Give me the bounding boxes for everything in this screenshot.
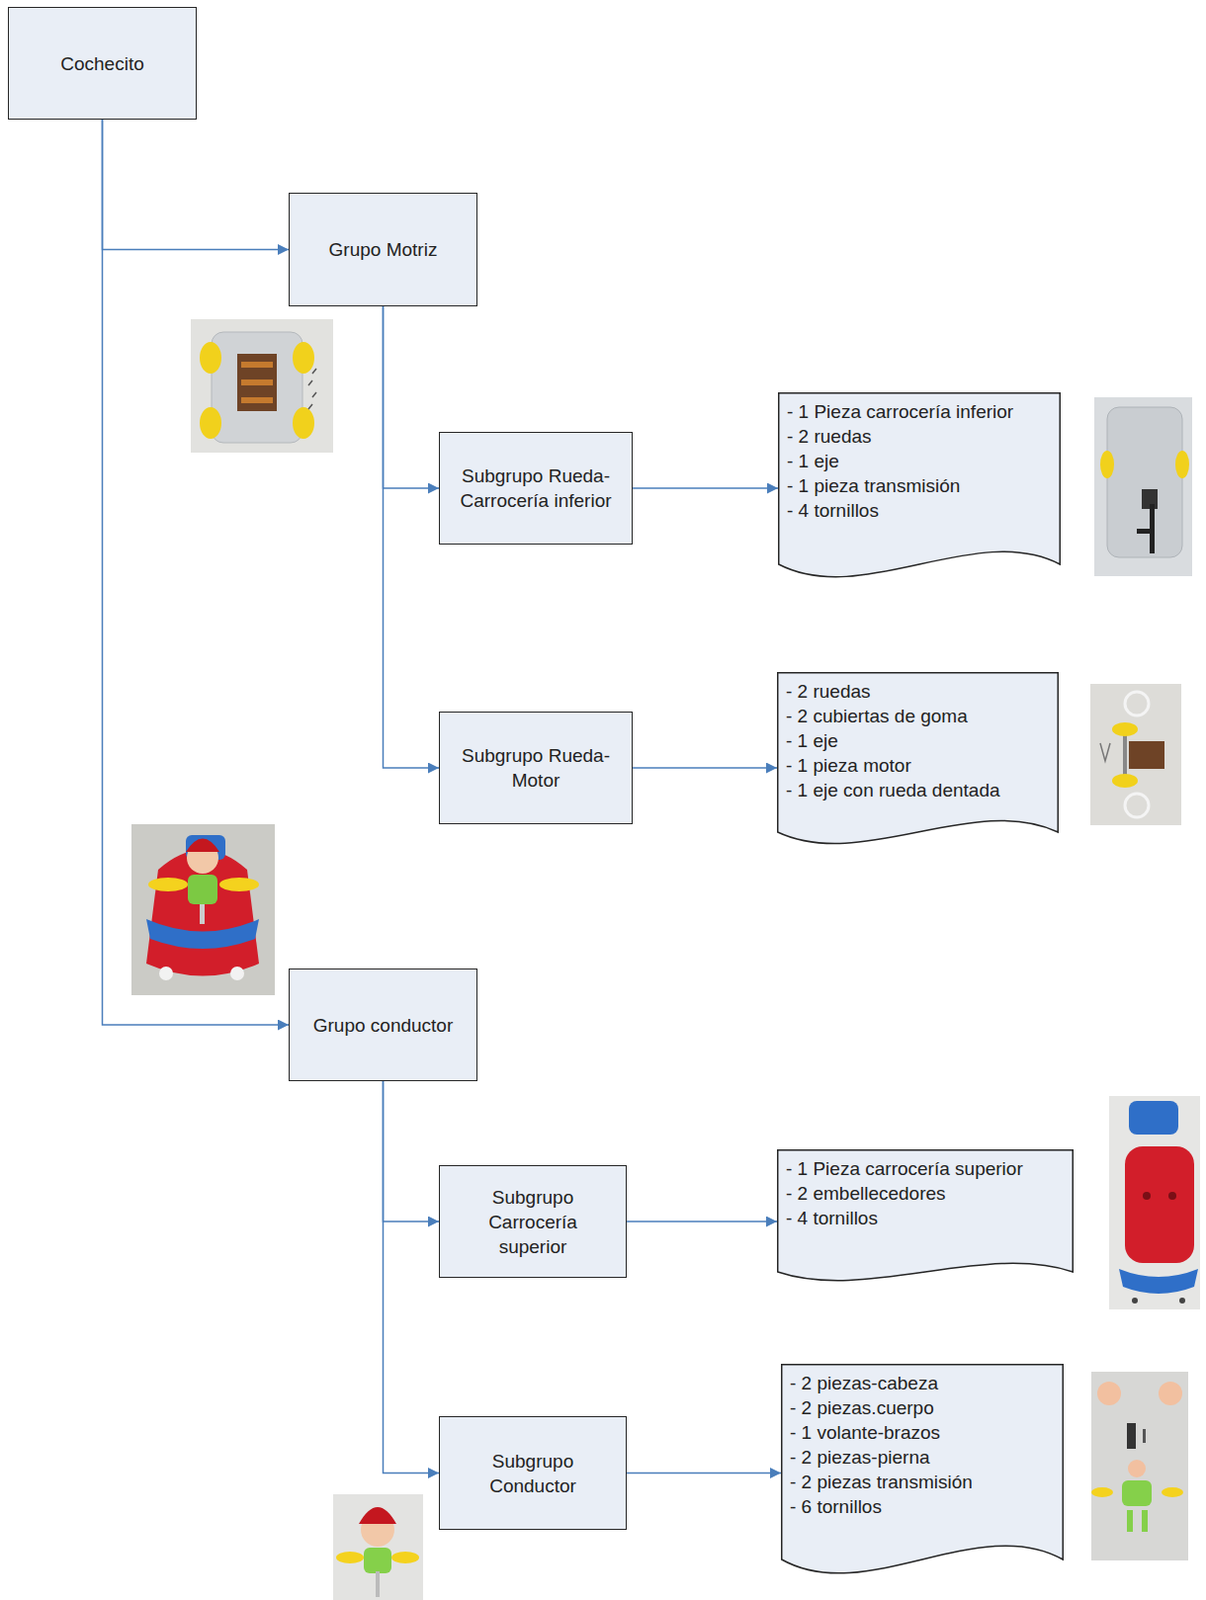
process-box: Grupo conductor — [288, 968, 478, 1082]
process-box: Subgrupo Conductor — [438, 1416, 627, 1531]
box-text: Subgrupo Conductor — [468, 1449, 598, 1499]
list-item: - 2 ruedas — [785, 679, 1001, 704]
document-text: - 2 ruedas- 2 cubiertas de goma- 1 eje- … — [776, 672, 1009, 803]
box-text: Grupo Motriz — [329, 237, 438, 262]
lower-body-photo — [1094, 397, 1193, 577]
document-outline-path — [777, 1150, 1074, 1282]
list-item: - 4 tornillos — [786, 498, 1014, 523]
connector-arrow — [102, 119, 290, 1026]
connector-arrow — [383, 306, 440, 489]
connector-arrow — [626, 1220, 777, 1223]
process-box: Subgrupo Carrocería superior — [438, 1165, 627, 1279]
box-text: Cochecito — [60, 51, 145, 77]
box-text: Subgrupo Carrocería superior — [468, 1185, 598, 1260]
process-box: Subgrupo Rueda-Motor — [438, 711, 633, 825]
connector-arrow — [632, 767, 777, 770]
document-shape: - 2 ruedas- 2 cubiertas de goma- 1 eje- … — [776, 672, 1059, 853]
document-shape: - 1 Pieza carrocería superior- 2 embelle… — [776, 1149, 1074, 1288]
box-label: Subgrupo Rueda-Motor — [448, 743, 623, 793]
list-item: - 1 eje — [786, 448, 1014, 474]
list-item: - 2 piezas-cabeza — [789, 1371, 973, 1396]
chassis-photo — [190, 319, 334, 453]
document-outline-path — [777, 673, 1059, 845]
list-item: - 1 Pieza carrocería superior — [785, 1156, 1024, 1182]
list-item: - 1 pieza transmisión — [786, 473, 1014, 499]
document-text: - 1 Pieza carrocería inferior- 2 ruedas-… — [777, 392, 1022, 523]
connector-arrow — [632, 487, 778, 490]
box-text: Subgrupo Rueda-Carrocería inferior — [448, 463, 623, 514]
connector-arrow — [383, 306, 440, 769]
connector-arrow — [626, 1472, 781, 1475]
list-item: - 1 eje — [785, 728, 1001, 754]
list-item: - 2 piezas-pierna — [789, 1445, 973, 1470]
list-item: - 2 embellecedores — [785, 1181, 1024, 1206]
list-item: - 1 pieza motor — [785, 753, 1001, 778]
document-shape: - 2 piezas-cabeza- 2 piezas.cuerpo- 1 vo… — [780, 1364, 1064, 1584]
box-text: Subgrupo Rueda-Motor — [448, 743, 623, 793]
connector-arrow — [102, 119, 290, 251]
box-label: Subgrupo Carrocería superior — [468, 1185, 598, 1260]
list-item: - 2 ruedas — [786, 424, 1014, 449]
box-label: Subgrupo Rueda-Carrocería inferior — [448, 463, 623, 514]
connector-arrow — [383, 1081, 440, 1222]
car-photo — [131, 824, 275, 996]
document-outline-path — [778, 393, 1061, 578]
list-item: - 4 tornillos — [785, 1206, 1024, 1231]
document-text: - 2 piezas-cabeza- 2 piezas.cuerpo- 1 vo… — [780, 1364, 981, 1520]
document-shape: - 1 Pieza carrocería inferior- 2 ruedas-… — [777, 392, 1061, 587]
process-box: Subgrupo Rueda-Carrocería inferior — [438, 431, 633, 545]
list-item: - 2 piezas transmisión — [789, 1469, 973, 1495]
driver-parts-photo — [1091, 1372, 1189, 1561]
list-item: - 1 eje con rueda dentada — [785, 777, 1001, 803]
document-text: - 1 Pieza carrocería superior- 2 embelle… — [776, 1149, 1032, 1231]
document-outline-path — [781, 1365, 1064, 1574]
motor-wheels-photo — [1090, 684, 1182, 826]
connector-arrow — [383, 1081, 440, 1474]
box-text: Grupo conductor — [313, 1013, 454, 1038]
list-item: - 6 tornillos — [789, 1494, 973, 1520]
box-label: Cochecito — [60, 51, 145, 77]
process-box: Cochecito — [7, 6, 197, 120]
list-item: - 1 Pieza carrocería inferior — [786, 399, 1014, 425]
box-label: Grupo Motriz — [329, 237, 438, 262]
list-item: - 2 cubiertas de goma — [785, 703, 1001, 729]
box-label: Subgrupo Conductor — [468, 1449, 598, 1499]
list-item: - 1 volante-brazos — [789, 1420, 973, 1446]
process-box: Grupo Motriz — [288, 192, 478, 307]
upper-body-photo — [1109, 1096, 1201, 1310]
box-label: Grupo conductor — [313, 1013, 454, 1038]
driver-photo — [333, 1494, 424, 1600]
list-item: - 2 piezas.cuerpo — [789, 1395, 973, 1421]
